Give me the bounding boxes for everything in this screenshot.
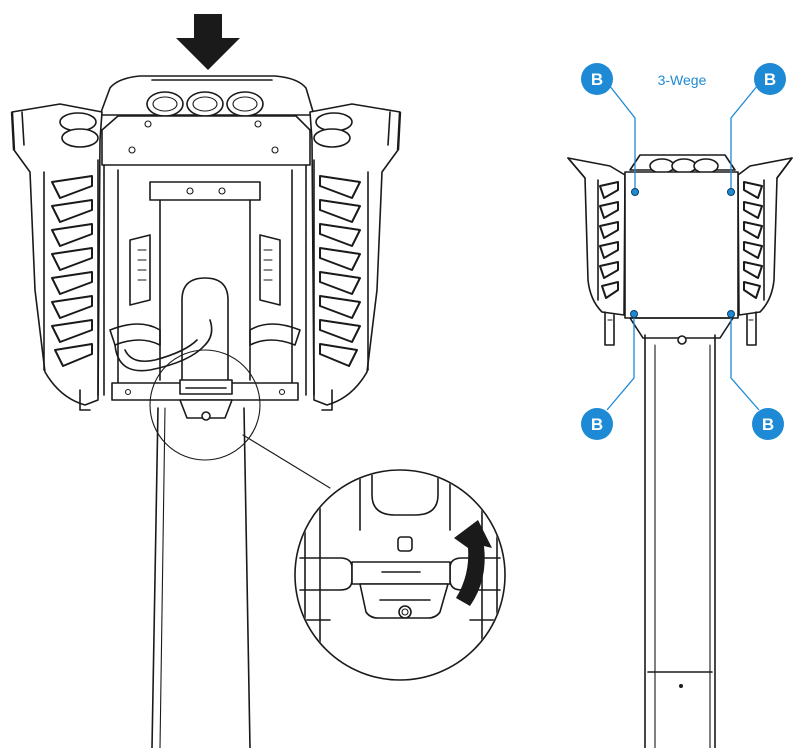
rotate-arrow-icon [454, 520, 492, 606]
detail-zoom-view [294, 469, 506, 681]
screw-point-top-right [727, 188, 735, 196]
callout-badge-top-right: B [754, 63, 786, 95]
configuration-label: 3-Wege [658, 72, 707, 88]
left-pole [151, 407, 251, 748]
callout-label: B [762, 415, 774, 434]
screw-point-bottom-right [727, 310, 735, 318]
screw-point-bottom-left [630, 310, 638, 318]
left-top-cap [99, 75, 315, 117]
callout-badge-top-left: B [581, 63, 613, 95]
right-top-cap [629, 154, 736, 174]
left-wing [10, 103, 103, 411]
callout-label: B [591, 415, 603, 434]
callout-lines [606, 84, 760, 411]
right-wing [309, 103, 402, 411]
right-figure: B B B B 3-Wege [567, 63, 793, 748]
screw-point-top-left [631, 188, 639, 196]
left-figure [10, 14, 506, 748]
right-fig-left-wing [567, 157, 626, 346]
right-fig-right-wing [737, 157, 793, 346]
detail-leader [149, 349, 331, 489]
front-cover-plate [624, 171, 739, 345]
center-frame [101, 115, 311, 421]
right-pole [644, 334, 716, 748]
callout-label: B [591, 70, 603, 89]
down-arrow-icon [176, 14, 240, 70]
callout-badge-bottom-right: B [752, 408, 784, 440]
callout-badge-bottom-left: B [581, 408, 613, 440]
screw-points [630, 188, 735, 318]
callout-label: B [764, 70, 776, 89]
